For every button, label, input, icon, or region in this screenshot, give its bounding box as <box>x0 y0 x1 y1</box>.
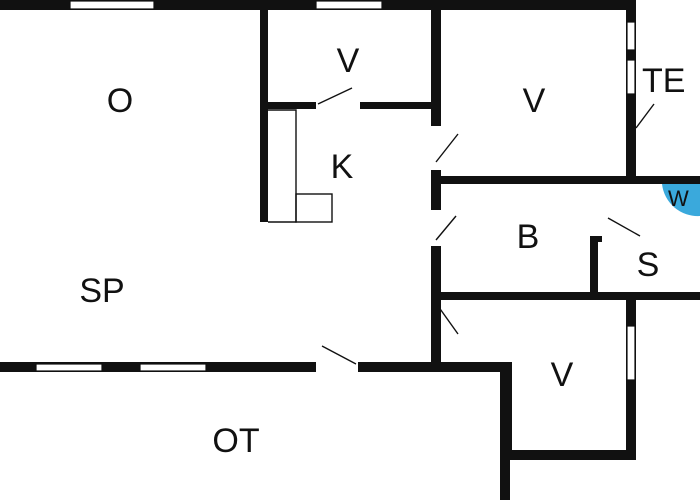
door <box>607 217 641 237</box>
room-label-bathroom: B <box>517 218 540 256</box>
room-label-dining-area: SP <box>79 272 124 310</box>
window <box>69 0 155 10</box>
window <box>315 0 383 10</box>
room-label-bedroom-bottom: V <box>551 356 574 394</box>
room-label-technical: TE <box>642 62 685 100</box>
room-label-bedroom-right-top: V <box>523 82 546 120</box>
room-label-terrace: OT <box>212 422 259 460</box>
window <box>35 363 103 372</box>
door <box>321 345 357 365</box>
room-label-living: O <box>107 82 133 120</box>
room-label-washer: W <box>668 186 689 211</box>
room-label-bedroom-top: V <box>337 42 360 80</box>
door <box>635 103 655 129</box>
door <box>435 133 459 163</box>
washer-icon <box>662 184 700 217</box>
room-label-kitchen: K <box>331 148 354 186</box>
window <box>626 325 636 381</box>
doors <box>316 87 655 373</box>
door <box>437 305 459 335</box>
window <box>626 21 636 51</box>
door <box>317 87 353 105</box>
kitchen-counter <box>268 109 333 223</box>
windows <box>35 0 636 381</box>
door <box>435 215 457 241</box>
window <box>139 363 207 372</box>
room-label-sauna: S <box>637 246 660 284</box>
window <box>626 59 636 95</box>
